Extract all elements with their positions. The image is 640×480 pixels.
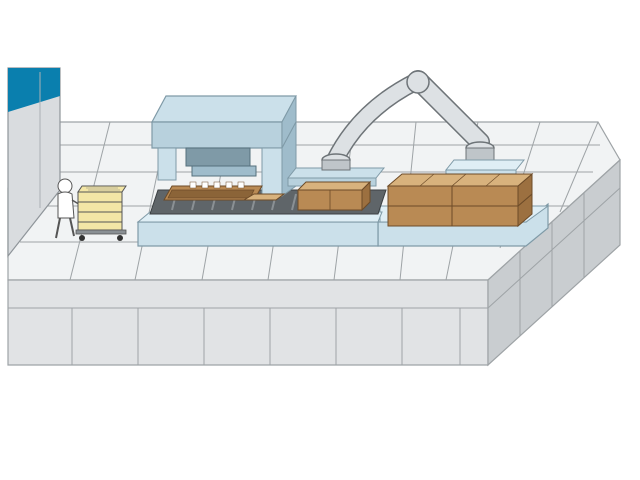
- closed-box: [296, 180, 372, 212]
- floor-front: [7, 279, 489, 366]
- wall-accent: [8, 68, 60, 112]
- floor-side: [487, 158, 621, 367]
- worker: [55, 178, 83, 239]
- palletized-boxes: [386, 172, 534, 228]
- worker-with-cart: [55, 178, 127, 241]
- open-box: [163, 181, 286, 201]
- cart: [75, 185, 127, 241]
- robot-arm: [321, 70, 495, 171]
- case-erector-machine: [150, 95, 298, 197]
- wall: [7, 67, 61, 258]
